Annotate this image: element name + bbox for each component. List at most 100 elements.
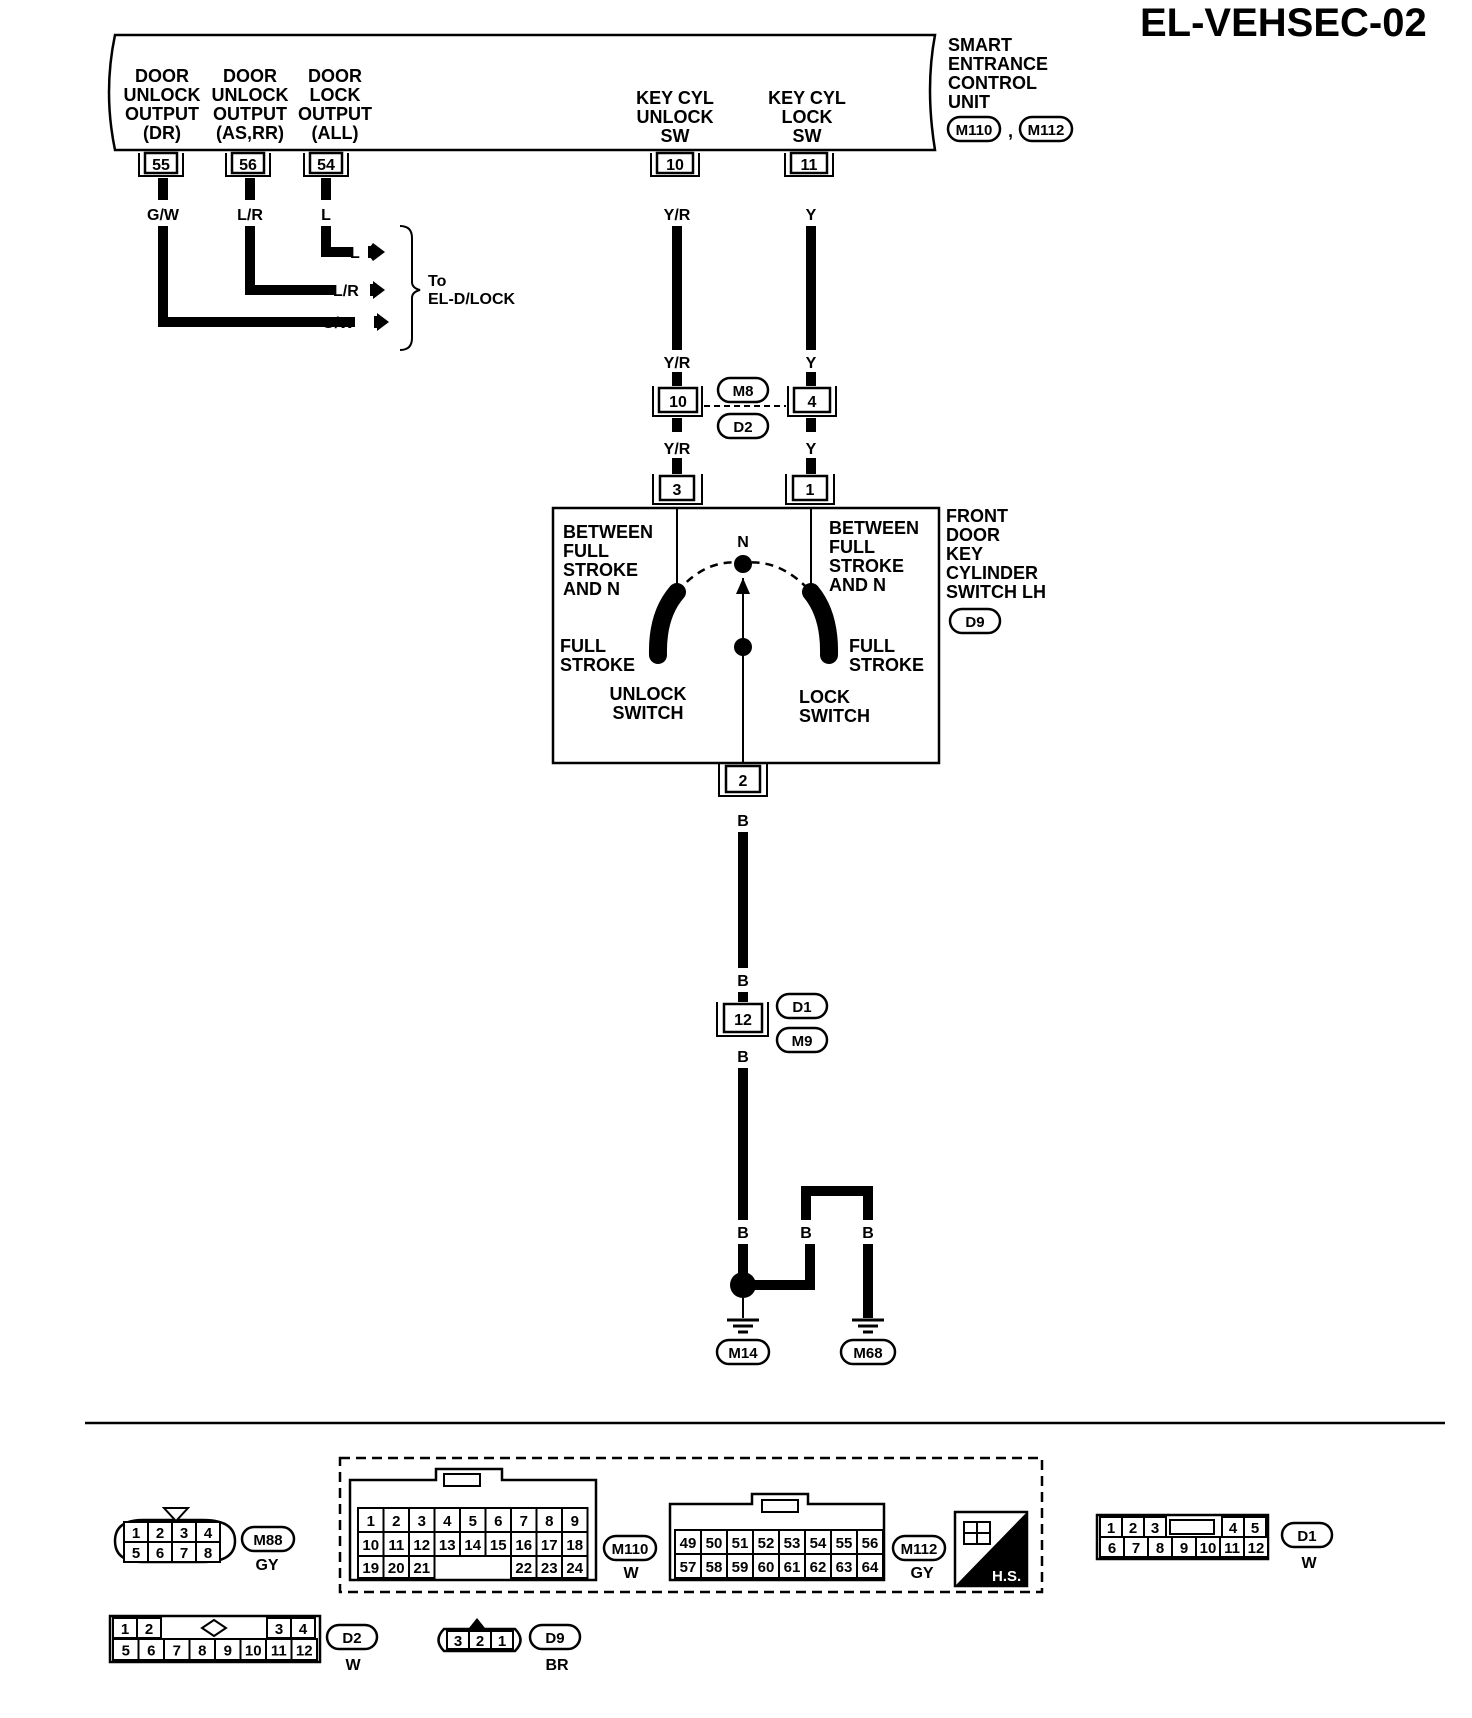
terminal-label-10: KEY CYL UNLOCK SW (636, 88, 714, 146)
m112-cell (752, 1553, 780, 1579)
svg-text:DOOR: DOOR (223, 66, 277, 86)
d1-pin-9: 9 (1180, 1540, 1188, 1557)
d1-pin-10: 10 (1200, 1540, 1217, 1557)
svg-text:3: 3 (673, 482, 682, 499)
m110-cell (459, 1507, 487, 1533)
svg-text:SMART: SMART (948, 35, 1012, 55)
m112-cell (804, 1553, 832, 1579)
connector-tag-d1: D1 (792, 999, 811, 1016)
svg-text:FULL: FULL (563, 541, 609, 561)
svg-text:Y: Y (806, 355, 817, 372)
svg-text:LOCK: LOCK (310, 85, 361, 105)
svg-text:GY: GY (255, 1557, 278, 1574)
d2-pin-2: 2 (145, 1621, 153, 1638)
svg-text:D1: D1 (1297, 1528, 1316, 1545)
m110-pin-17: 17 (541, 1537, 558, 1554)
terminal-pin-54: 54 (303, 151, 349, 177)
svg-text:(DR): (DR) (143, 123, 181, 143)
svg-text:10: 10 (669, 394, 687, 411)
m88-pin-6: 6 (156, 1545, 164, 1562)
svg-text:FULL: FULL (560, 636, 606, 656)
svg-text:FULL: FULL (829, 537, 875, 557)
svg-text:DOOR: DOOR (946, 525, 1000, 545)
wire-label-y: Y (806, 207, 817, 224)
ground-wire: B B 12 D1 M9 B B B B M14 M68 (715, 813, 897, 1366)
m112-pin-58: 58 (706, 1559, 723, 1576)
svg-text:BETWEEN: BETWEEN (563, 522, 653, 542)
svg-text:UNLOCK: UNLOCK (212, 85, 289, 105)
d2-pin-1: 1 (121, 1621, 129, 1638)
m112-pin-56: 56 (862, 1535, 879, 1552)
m112-pin-52: 52 (758, 1535, 775, 1552)
m110-pin-18: 18 (566, 1537, 583, 1554)
m112-pin-54: 54 (810, 1535, 827, 1552)
m110-pin-10: 10 (362, 1537, 379, 1554)
svg-text:KEY: KEY (946, 544, 983, 564)
svg-text:BETWEEN: BETWEEN (829, 518, 919, 538)
d2-pin-11: 11 (271, 1643, 287, 1660)
d9-pin-1: 1 (498, 1633, 506, 1650)
d1-pin-7: 7 (1132, 1540, 1140, 1557)
svg-text:GY: GY (910, 1565, 933, 1582)
m110-cell (561, 1531, 589, 1557)
m112-pin-62: 62 (810, 1559, 827, 1576)
d1-pin-6: 6 (1108, 1540, 1116, 1557)
svg-text:10: 10 (666, 157, 684, 174)
connector-tag-m110: M110 (956, 122, 993, 139)
ground-tag-m68: M68 (853, 1345, 882, 1362)
d2-pin-4: 4 (299, 1621, 308, 1638)
m112-pin-63: 63 (836, 1559, 853, 1576)
m88-cell (195, 1541, 221, 1563)
svg-text:B: B (800, 1225, 812, 1242)
m88-pin-2: 2 (156, 1525, 164, 1542)
m112-pin-64: 64 (862, 1559, 879, 1576)
svg-text:ENTRANCE: ENTRANCE (948, 54, 1048, 74)
key-cyl-wires: Y/R Y (664, 226, 817, 386)
svg-text:SW: SW (793, 126, 822, 146)
d2-pin-12: 12 (296, 1643, 313, 1660)
d2-cell (290, 1638, 318, 1661)
svg-text:LOCK: LOCK (782, 107, 833, 127)
svg-text:4: 4 (808, 394, 817, 411)
arrow-label-lr: L/R (333, 283, 359, 300)
svg-text:UNLOCK: UNLOCK (637, 107, 714, 127)
d9-cell (490, 1630, 514, 1650)
joint-to-switch-wires: Y/R Y (664, 418, 817, 474)
m110-cell (408, 1531, 436, 1557)
svg-text:SWITCH: SWITCH (799, 706, 870, 726)
d2-pin-8: 8 (198, 1643, 206, 1660)
d2-pin-5: 5 (122, 1643, 130, 1660)
terminal-label-55: DOOR UNLOCK OUTPUT (DR) (124, 66, 201, 143)
svg-text:56: 56 (239, 157, 257, 174)
m110-cell (561, 1555, 589, 1579)
m110-pin-14: 14 (464, 1537, 481, 1554)
svg-text:STROKE: STROKE (560, 655, 635, 675)
left-mid-label: BETWEEN FULL STROKE AND N (563, 522, 653, 599)
joint-connector-m8-d2: 10 4 M8 D2 (652, 376, 837, 440)
m110-pin-22: 22 (515, 1560, 532, 1577)
svg-text:OUTPUT: OUTPUT (125, 104, 199, 124)
m110-pin-8: 8 (545, 1513, 553, 1530)
svg-text:STROKE: STROKE (563, 560, 638, 580)
unlock-switch-label: UNLOCK SWITCH (610, 684, 687, 723)
svg-text:KEY CYL: KEY CYL (636, 88, 714, 108)
terminal-pin-10: 10 (650, 151, 700, 177)
m110-pin-4: 4 (443, 1513, 452, 1530)
d1-pin-8: 8 (1156, 1540, 1164, 1557)
m110-cell (459, 1531, 487, 1557)
svg-text:CYLINDER: CYLINDER (946, 563, 1038, 583)
d2-key-icon (200, 1618, 228, 1638)
svg-text:DOOR: DOOR (308, 66, 362, 86)
wires-to-eldlock: L L/R G/W To EL-D/LOCK (158, 178, 516, 351)
svg-text:Y/R: Y/R (664, 355, 691, 372)
svg-text:SW: SW (661, 126, 690, 146)
terminal-label-56: DOOR UNLOCK OUTPUT (AS,RR) (212, 66, 289, 143)
svg-text:B: B (737, 1049, 749, 1066)
key-cylinder-switch: 3 1 N BETWEEN FULL STROKE AND N BETWEEN … (551, 474, 941, 797)
d2-pin-10: 10 (245, 1643, 262, 1660)
d1-pin-1: 1 (1107, 1520, 1115, 1537)
svg-text:B: B (737, 813, 749, 830)
to-eldlock-label-2: EL-D/LOCK (428, 291, 516, 308)
m112-pin-51: 51 (732, 1535, 749, 1552)
svg-text:(ALL): (ALL) (312, 123, 359, 143)
